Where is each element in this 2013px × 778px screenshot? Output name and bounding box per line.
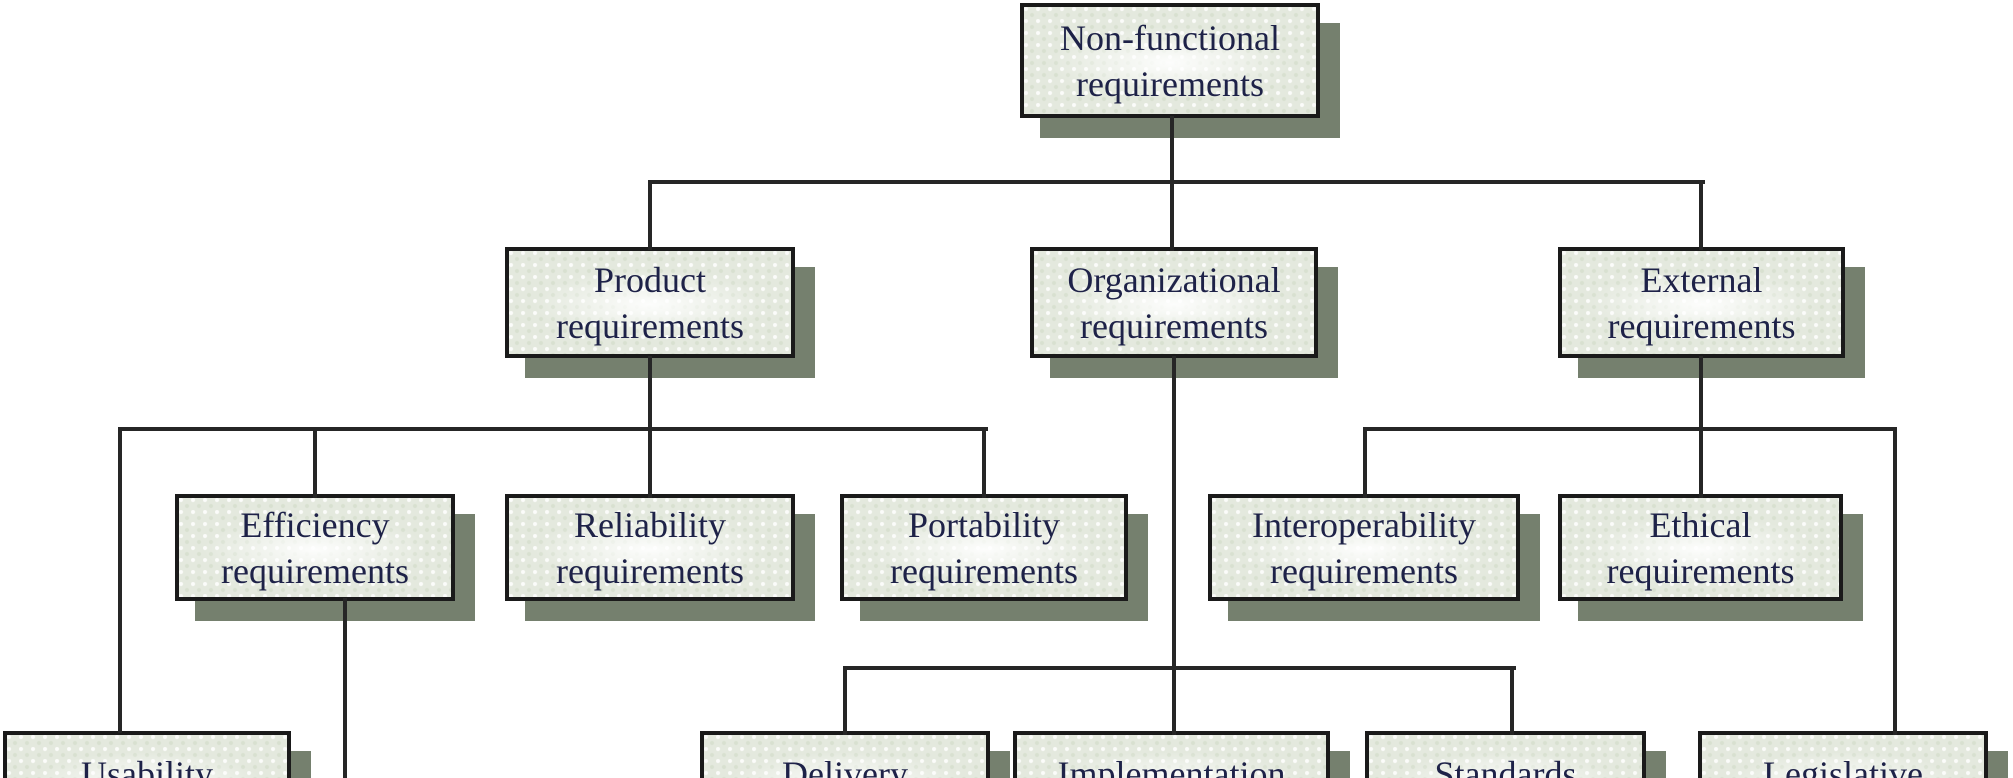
- connector-line: [843, 666, 1516, 670]
- connector-line: [843, 666, 847, 735]
- node-label: Usability: [81, 754, 213, 778]
- connector-line: [648, 180, 1705, 184]
- node-label: Reliability: [574, 504, 726, 545]
- connector-line: [343, 598, 347, 778]
- node-label: requirements: [1080, 305, 1268, 346]
- node-label: Interoperability: [1252, 504, 1476, 545]
- node-usability: Usability: [3, 731, 291, 778]
- node-label: Product: [594, 259, 706, 300]
- node-label: Non-functional: [1060, 17, 1280, 58]
- node-efficiency-requirements: Efficiency requirements: [175, 494, 455, 601]
- node-label: Legislative: [1763, 754, 1923, 778]
- node-label: Standards: [1434, 754, 1577, 778]
- node-label: requirements: [1076, 63, 1264, 104]
- node-label: requirements: [556, 550, 744, 591]
- node-label: requirements: [556, 305, 744, 346]
- connector-line: [1363, 427, 1897, 431]
- node-label: Organizational: [1067, 259, 1281, 300]
- connector-line: [118, 427, 988, 431]
- node-label: Delivery: [782, 754, 908, 778]
- node-label: requirements: [1606, 550, 1795, 591]
- node-interoperability-requirements: Interoperability requirements: [1208, 494, 1520, 601]
- node-label: Ethical: [1649, 504, 1752, 545]
- node-delivery: Delivery: [700, 731, 990, 778]
- connector-line: [648, 180, 652, 250]
- node-label: Portability: [908, 504, 1060, 545]
- connector-line: [982, 427, 986, 498]
- connector-line: [1363, 427, 1367, 498]
- node-label: requirements: [1607, 305, 1796, 346]
- node-label: External: [1640, 259, 1763, 300]
- node-label: Implementation: [1057, 754, 1286, 778]
- connector-line: [1510, 666, 1514, 735]
- node-standards: Standards: [1365, 731, 1646, 778]
- node-label: Efficiency: [240, 504, 390, 545]
- node-label: requirements: [221, 550, 409, 591]
- connector-line: [1893, 427, 1897, 735]
- connector-line: [1699, 180, 1703, 250]
- node-label: requirements: [1270, 550, 1458, 591]
- node-non-functional-requirements: Non-functional requirements: [1020, 3, 1320, 118]
- node-organizational-requirements: Organizational requirements: [1030, 247, 1318, 358]
- connector-line: [1172, 356, 1176, 735]
- node-ethical-requirements: Ethical requirements: [1558, 494, 1843, 601]
- connector-line: [118, 427, 122, 733]
- node-label: requirements: [890, 550, 1078, 591]
- node-product-requirements: Product requirements: [505, 247, 795, 358]
- node-legislative: Legislative: [1698, 731, 1988, 778]
- node-implementation: Implementation: [1013, 731, 1330, 778]
- connector-line: [313, 427, 317, 498]
- node-reliability-requirements: Reliability requirements: [505, 494, 795, 601]
- node-external-requirements: External requirements: [1558, 247, 1845, 358]
- node-portability-requirements: Portability requirements: [840, 494, 1128, 601]
